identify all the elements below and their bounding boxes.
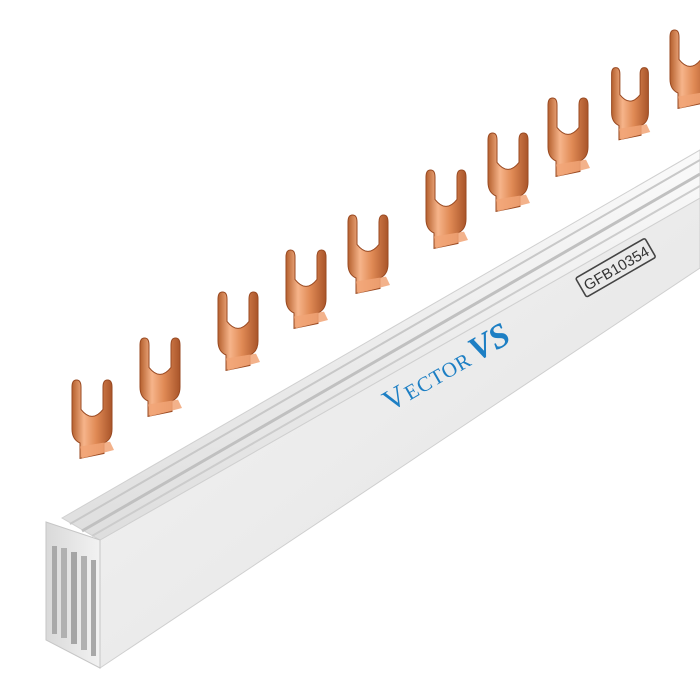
copper-fork — [611, 67, 651, 141]
housing-end-face — [45, 521, 101, 669]
copper-fork-base — [80, 441, 114, 459]
housing-groove-line — [69, 159, 700, 525]
copper-fork — [669, 29, 700, 110]
copper-fork — [217, 291, 260, 372]
copper-fork-base — [356, 276, 390, 294]
copper-fork-base — [556, 159, 590, 177]
copper-fork — [347, 214, 390, 295]
copper-fork-base — [148, 399, 182, 417]
copper-fork — [71, 379, 114, 460]
housing-groove-line — [91, 185, 700, 537]
copper-fork-base — [618, 124, 651, 140]
copper-fork-base — [678, 92, 700, 109]
copper-fork-terminals — [71, 29, 700, 460]
copper-fork — [547, 97, 590, 178]
copper-fork-base — [294, 311, 328, 329]
copper-fork — [487, 132, 530, 213]
copper-fork — [425, 169, 468, 250]
copper-fork-base — [226, 353, 260, 371]
copper-fork-base — [496, 194, 530, 212]
copper-fork-base — [434, 231, 468, 249]
copper-fork — [285, 249, 328, 330]
housing-groove-line — [81, 172, 700, 533]
copper-fork — [139, 337, 182, 418]
